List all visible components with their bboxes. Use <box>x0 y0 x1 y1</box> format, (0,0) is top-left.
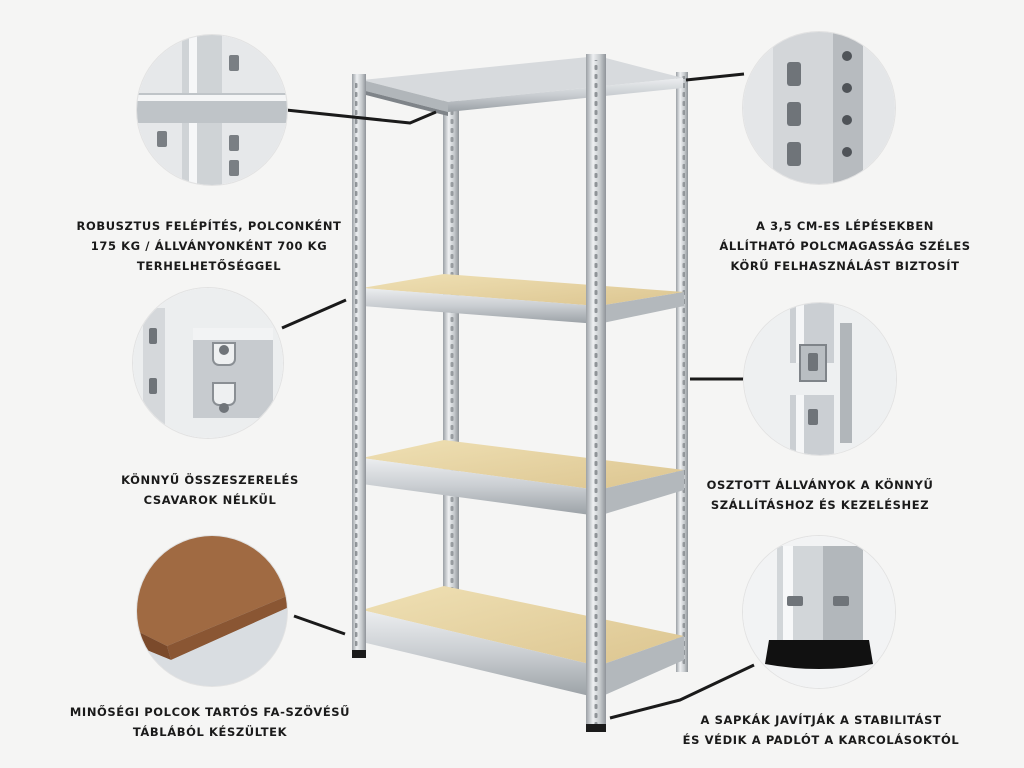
quality-shelves-caption: MINŐSÉGI POLCOK TARTÓS FA-SZÖVÉSŰ TÁBLÁB… <box>69 705 351 739</box>
shelf-level-4 <box>362 586 684 698</box>
leader-line-assembly <box>281 298 347 330</box>
split-upright-connector-closeup-icon <box>744 303 896 455</box>
leader-line-shelves <box>293 614 346 636</box>
mdf-board-closeup-icon <box>137 536 287 686</box>
back-upright-right <box>676 72 688 672</box>
top-shelf <box>362 56 683 116</box>
shelf-level-2 <box>362 274 684 324</box>
front-upright-left <box>352 74 366 658</box>
leader-line-robust <box>285 108 437 125</box>
corner-joint-closeup-icon <box>137 35 287 185</box>
leader-line-adjustable <box>685 72 745 82</box>
robust-construction-caption: ROBUSZTUS FELÉPÍTÉS, POLCONKÉNT 175 KG /… <box>76 219 342 273</box>
easy-assembly-caption: KÖNNYŰ ÖSSZESZERELÉS CSAVAROK NÉLKÜL <box>121 473 299 507</box>
keyhole-clip-closeup-icon <box>133 288 283 438</box>
back-upright-left <box>443 98 459 608</box>
front-upright-right <box>586 54 606 732</box>
foot-caps-caption: A SAPKÁK JAVÍTJÁK A STABILITÁST ÉS VÉDIK… <box>682 713 960 747</box>
slotted-upright-closeup-icon <box>743 32 895 184</box>
rubber-foot-cap-closeup-icon <box>743 536 895 688</box>
shelf-level-3 <box>362 440 684 516</box>
leader-line-caps <box>609 663 755 720</box>
adjustable-height-caption: A 3,5 CM-ES LÉPÉSEKBEN ÁLLÍTHATÓ POLCMAG… <box>719 219 971 273</box>
split-uprights-caption: OSZTOTT ÁLLVÁNYOK A KÖNNYŰ SZÁLLÍTÁSHOZ … <box>706 478 934 512</box>
